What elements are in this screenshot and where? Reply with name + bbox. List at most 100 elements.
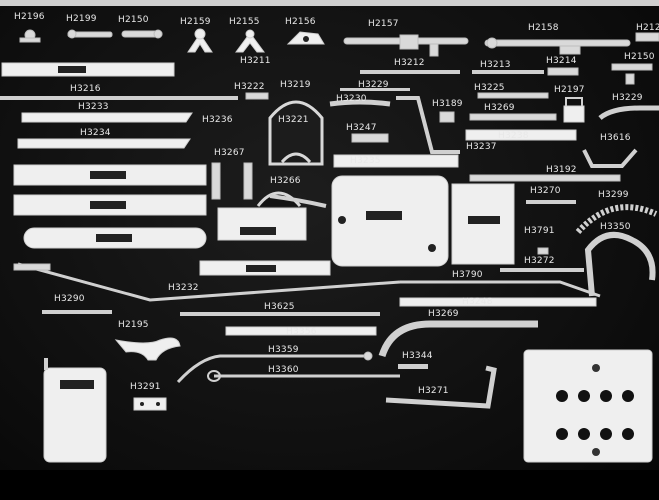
part-label: H3270 (530, 186, 561, 196)
part-h3625 (180, 312, 380, 316)
part-h2150-right (611, 63, 653, 85)
part-h3271 (385, 365, 497, 409)
part-label: H3267 (214, 148, 245, 158)
part-h3270 (526, 200, 576, 204)
part-label: H3230 (336, 94, 367, 104)
part-label: H3219 (280, 80, 311, 90)
part-label: H3233 (78, 102, 109, 112)
part-label: H2158 (528, 23, 559, 33)
part-label: H3235 (350, 156, 381, 166)
part-h3790 (400, 280, 601, 298)
part-label: H2195 (118, 320, 149, 330)
part-h3269 (378, 320, 538, 358)
part-label: H3356 (286, 327, 317, 337)
part-h3214 (547, 67, 579, 76)
part-label: H3192 (546, 165, 577, 175)
part-h3791 (537, 247, 549, 255)
part-label: H2150 (118, 15, 149, 25)
part-h3230 (329, 99, 391, 107)
part-h3248 (399, 297, 597, 307)
part-label: H3247 (346, 123, 377, 133)
part-h3266 (217, 191, 307, 241)
part-h3222 (245, 92, 269, 100)
part-label: H3211 (240, 56, 271, 66)
part-h3616 (582, 148, 638, 168)
part-label: H3213 (480, 60, 511, 70)
part-h2195 (114, 337, 181, 361)
part-label: H3359 (268, 345, 299, 355)
part-label: H2199 (66, 14, 97, 24)
part-h3344 (398, 364, 428, 369)
part-h3212 (360, 70, 460, 74)
photo-top-edge (0, 0, 659, 6)
part-h2156 (286, 31, 325, 45)
part-h3189 (439, 111, 455, 123)
part-label: H3790 (452, 270, 483, 280)
part-label: H3269 (428, 309, 459, 319)
part-h3229-rod (340, 88, 410, 91)
part-h3225 (477, 92, 549, 99)
part-h3269-bar (469, 113, 557, 121)
part-label: H2157 (368, 19, 399, 29)
part-label: H2196 (14, 12, 45, 22)
part-side-plate (451, 183, 515, 265)
part-h3291 (133, 397, 167, 411)
part-label: H3616 (600, 133, 631, 143)
part-h3229-right (598, 105, 659, 121)
part-h3350 (584, 231, 656, 297)
part-can (43, 358, 107, 463)
part-label: H3360 (268, 365, 299, 375)
part-large-plate (331, 175, 449, 267)
part-label: H2150 (624, 52, 655, 62)
part-h3232 (17, 262, 401, 302)
part-label: H3350 (600, 222, 631, 232)
part-h2150 (121, 29, 163, 39)
part-h212 (635, 32, 659, 42)
part-label: H3225 (474, 83, 505, 93)
part-h3299 (575, 204, 658, 235)
part-label: H3272 (524, 256, 555, 266)
part-h3233 (21, 112, 193, 123)
part-h3234 (17, 138, 191, 149)
part-label: H3291 (130, 382, 161, 392)
part-h3192 (469, 174, 621, 182)
part-label: H3229 (358, 80, 389, 90)
part-h2159 (187, 28, 213, 53)
part-label: H3236 (202, 115, 233, 125)
part-h3232-end (13, 263, 51, 271)
part-label: H3212 (394, 58, 425, 68)
part-label: H3248 (462, 297, 493, 307)
part-h3359 (176, 354, 368, 384)
part-label: H2155 (229, 17, 260, 27)
part-h3272 (500, 268, 584, 272)
part-h3211 (1, 62, 175, 77)
part-label: H3290 (54, 294, 85, 304)
photo-bottom-band (0, 480, 659, 500)
part-h3238 (465, 129, 577, 141)
part-h3221 (268, 100, 324, 166)
part-h3247 (351, 133, 389, 143)
part-h3213 (472, 70, 544, 74)
part-h2197 (563, 97, 585, 123)
part-label: H3229 (612, 93, 643, 103)
part-label: H3222 (234, 82, 265, 92)
part-label: H3791 (524, 226, 555, 236)
part-label: H3625 (264, 302, 295, 312)
part-label: H212 (636, 23, 659, 33)
part-label: H2156 (285, 17, 316, 27)
part-h3267 (211, 162, 253, 200)
part-perforated-box (523, 349, 653, 463)
part-h3235 (333, 154, 459, 168)
part-h2155 (235, 29, 265, 53)
part-h3356 (225, 326, 377, 336)
part-label: H2159 (180, 17, 211, 27)
part-h3216 (0, 96, 238, 100)
part-label: H3271 (418, 386, 449, 396)
part-label: H3266 (270, 176, 301, 186)
part-h3211-rod (190, 68, 350, 72)
part-label: H3299 (598, 190, 629, 200)
part-label: H3234 (80, 128, 111, 138)
part-label: H3269 (484, 103, 515, 113)
